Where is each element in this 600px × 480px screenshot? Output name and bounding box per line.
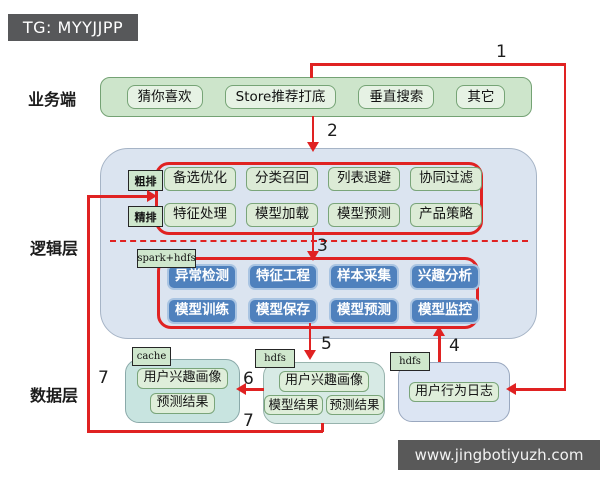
- flow-number-3: 3: [317, 236, 328, 256]
- flow-number-7-left: 7: [98, 368, 109, 388]
- offline-row-2: 模型训练 模型保存 模型预测 模型监控: [167, 298, 480, 324]
- flow1-line-up: [310, 63, 313, 78]
- flow6-line: [246, 388, 264, 391]
- node-feature-engineering: 特征工程: [248, 264, 318, 290]
- node-model-train: 模型训练: [167, 298, 237, 324]
- node-user-behavior-log: 用户行为日志: [408, 381, 499, 403]
- offline-row-1: 异常检测 特征工程 样本采集 兴趣分析: [167, 264, 480, 290]
- node-predict-result-cache: 预测结果: [150, 393, 215, 414]
- node-list-fallback: 列表退避: [328, 167, 400, 191]
- flow4-line: [438, 332, 441, 362]
- node-anomaly-detect: 异常检测: [167, 264, 237, 290]
- flow1-line-top: [310, 63, 566, 66]
- flow7-line-drop: [321, 423, 324, 432]
- flow6-arrowhead: [236, 383, 246, 395]
- node-user-interest-profile-cache: 用户兴趣画像: [137, 368, 228, 389]
- flow7-line-bottom: [87, 430, 323, 433]
- node-store-recommend: Store推荐打底: [224, 84, 337, 110]
- label-logic-layer: 逻辑层: [30, 239, 79, 258]
- coarse-ranking-row: 备选优化 分类召回 列表退避 协同过滤: [164, 167, 482, 191]
- flow-number-4: 4: [449, 336, 460, 356]
- tag-coarse-ranking: 粗排: [128, 170, 163, 191]
- cache-store: 用户兴趣画像 预测结果: [125, 359, 240, 423]
- flow3-arrowhead: [306, 251, 319, 261]
- node-predict-result-hdfs: 预测结果: [325, 394, 384, 416]
- flow-number-6: 6: [243, 369, 254, 389]
- online-offline-divider: [110, 240, 528, 242]
- node-model-predict-online: 模型预测: [328, 203, 400, 227]
- tg-badge: TG: MYYJJPP: [8, 14, 138, 41]
- hdfs-store: 用户兴趣画像 模型结果 预测结果: [263, 362, 385, 424]
- watermark: www.jingbotiyuzh.com: [398, 440, 600, 470]
- flow7-line-left: [87, 196, 90, 432]
- node-vertical-search: 垂直搜索: [358, 84, 435, 110]
- behavior-log-store: 用户行为日志: [398, 362, 510, 422]
- flow3-line: [311, 228, 314, 256]
- flow4-arrowhead: [433, 326, 445, 336]
- tag-hdfs-log: hdfs: [390, 352, 430, 371]
- hdfs-bottom-row: 模型结果 预测结果: [264, 394, 384, 416]
- flow5-line: [308, 323, 311, 355]
- node-sample-collect: 样本采集: [329, 264, 399, 290]
- fine-ranking-row: 特征处理 模型加载 模型预测 产品策略: [164, 203, 482, 227]
- node-model-save: 模型保存: [248, 298, 318, 324]
- flow7-line-into-ranking: [87, 195, 147, 198]
- node-model-load: 模型加载: [246, 203, 318, 227]
- tag-cache: cache: [132, 347, 171, 366]
- tag-hdfs-mid: hdfs: [255, 349, 295, 368]
- node-model-result-hdfs: 模型结果: [264, 394, 323, 416]
- node-collaborative-filter: 协同过滤: [410, 167, 482, 191]
- flow1-line-into-log: [516, 388, 566, 391]
- node-model-predict-offline: 模型预测: [329, 298, 399, 324]
- flow-number-2: 2: [327, 121, 338, 141]
- flow2-line: [311, 116, 314, 146]
- flow7-arrowhead: [147, 190, 157, 202]
- node-user-interest-profile-hdfs: 用户兴趣画像: [278, 370, 369, 392]
- node-feature-process: 特征处理: [164, 203, 236, 227]
- node-guess-you-like: 猜你喜欢: [126, 84, 203, 110]
- node-model-monitor: 模型监控: [410, 298, 480, 324]
- label-business-layer: 业务端: [28, 90, 77, 109]
- node-category-recall: 分类召回: [246, 167, 318, 191]
- node-other: 其它: [456, 84, 506, 110]
- flow2-arrowhead: [306, 142, 319, 152]
- tag-spark-hdfs: spark+hdfs: [137, 249, 196, 268]
- business-container: 猜你喜欢 Store推荐打底 垂直搜索 其它: [100, 77, 532, 117]
- flow1-line-right: [563, 63, 566, 391]
- flow1-arrowhead: [506, 383, 516, 395]
- node-product-strategy: 产品策略: [410, 203, 482, 227]
- flow-number-5: 5: [321, 334, 332, 354]
- node-candidate-optimize: 备选优化: [164, 167, 236, 191]
- flow-number-7-bottom: 7: [243, 411, 254, 431]
- label-data-layer: 数据层: [30, 386, 79, 405]
- node-interest-analysis: 兴趣分析: [410, 264, 480, 290]
- flow5-arrowhead: [303, 350, 316, 360]
- tag-fine-ranking: 精排: [128, 206, 163, 227]
- flow-number-1: 1: [496, 42, 507, 62]
